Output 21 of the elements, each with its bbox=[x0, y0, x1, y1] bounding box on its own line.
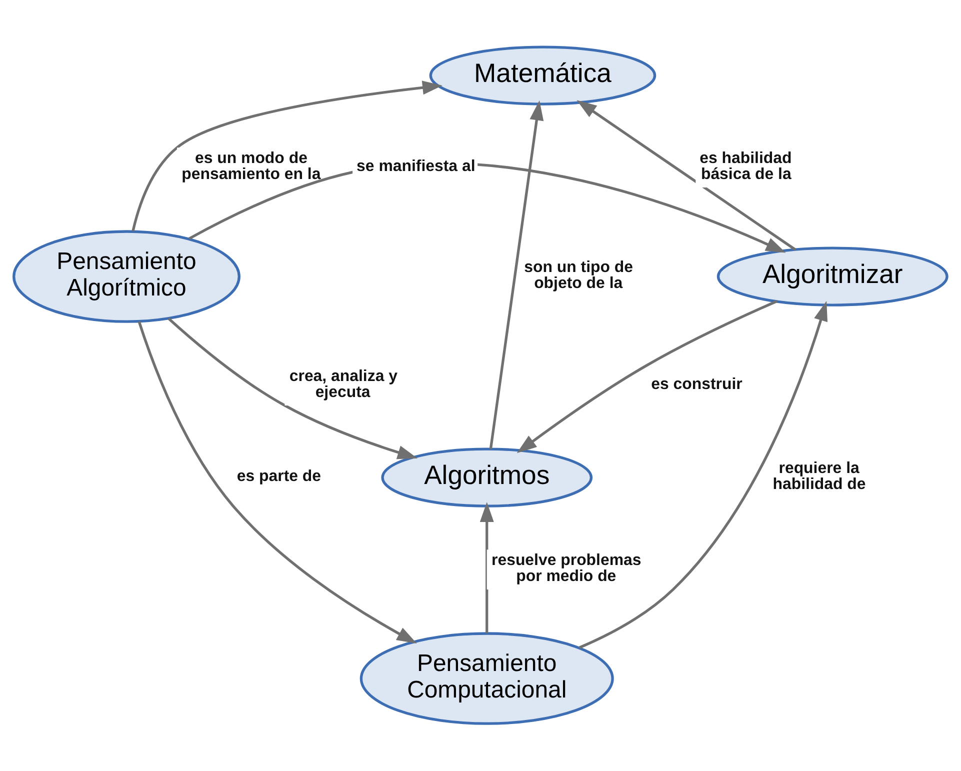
edge-label: es parte de bbox=[236, 468, 322, 485]
arrow bbox=[132, 80, 442, 232]
arrow bbox=[138, 321, 417, 644]
arrow bbox=[480, 502, 494, 634]
arrow bbox=[489, 100, 544, 450]
arrow bbox=[168, 318, 418, 460]
edge-label: es un modo de pensamiento en la bbox=[182, 150, 321, 184]
edge-label: resuelve problemas por medio de bbox=[492, 552, 642, 586]
arrow bbox=[516, 300, 778, 454]
edge-label: es habilidad básica de la bbox=[700, 150, 792, 184]
node-ellipse: Pensamiento Algorítmico bbox=[12, 230, 240, 323]
arrow bbox=[578, 301, 828, 649]
edge-label: crea, analiza y ejecuta bbox=[289, 368, 398, 401]
node-ellipse: Algoritmizar bbox=[716, 246, 948, 306]
edge-label: se manifiesta al bbox=[356, 158, 476, 176]
node-ellipse: Matemática bbox=[429, 46, 656, 106]
node-ellipse: Pensamiento Computacional bbox=[360, 632, 614, 725]
node-ellipse: Algoritmos bbox=[381, 448, 593, 508]
edge-label: son un tipo de objeto de la bbox=[524, 259, 634, 292]
edge-label: requiere la habilidad de bbox=[772, 460, 866, 493]
edge-label: es construir bbox=[651, 376, 742, 393]
